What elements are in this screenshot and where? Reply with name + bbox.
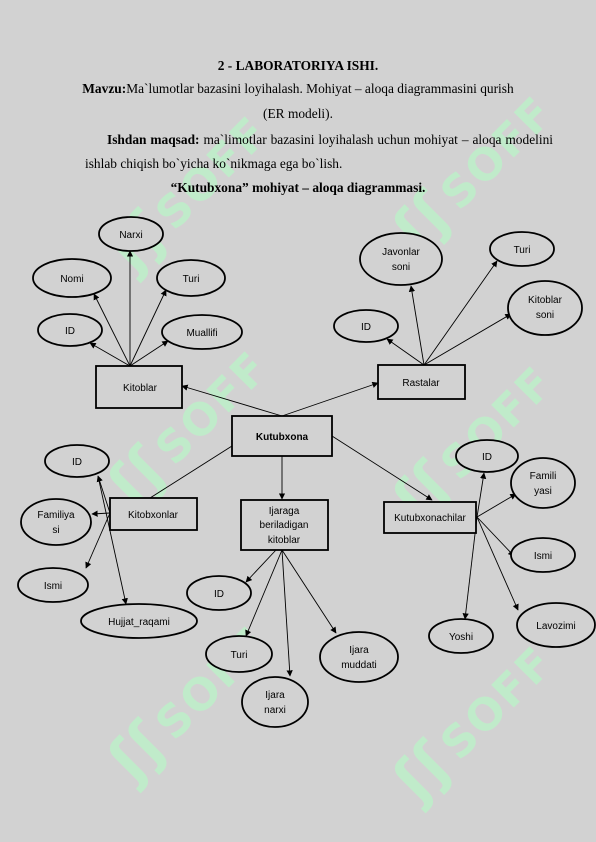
attr-kutubxonachilar-ismi: Ismi (510, 537, 576, 573)
entity-kutubxonachilar: Kutubxonachilar (383, 501, 477, 534)
attr-rastalar-turi: Turi (489, 231, 555, 267)
entity-label: Kitobxonlar (128, 510, 179, 521)
svg-text:Muallifi: Muallifi (186, 328, 217, 339)
lab-title: 2 - LABORATORIYA ISHI. (217, 58, 379, 73)
attr-kitoblar-turi: Turi (156, 259, 226, 297)
svg-text:narxi: narxi (264, 705, 286, 716)
attr-rastalar-id: ID (333, 309, 399, 343)
svg-text:Turi: Turi (514, 245, 531, 256)
topic-label: Mavzu: (82, 81, 127, 96)
attr-kitoblar-muallifi: Muallifi (161, 314, 243, 350)
topic-line-2: (ER modeli). (263, 106, 333, 121)
attr-kitoblar-narxi: Narxi (98, 216, 164, 252)
aim-paragraph: Ishdan maqsad: ma`limotlar bazasini loyi… (85, 128, 553, 176)
attr-kitoblar-id: ID (37, 313, 103, 347)
attr-kutubxonachilar-lavozimi: Lavozimi (516, 602, 596, 648)
svg-text:Yoshi: Yoshi (449, 632, 473, 643)
entity-label: beriladigan (260, 520, 309, 531)
entity-label: Rastalar (402, 378, 440, 389)
svg-text:ID: ID (72, 457, 82, 468)
entity-rastalar: Rastalar (377, 364, 466, 400)
svg-text:yasi: yasi (534, 486, 552, 497)
attr-ijaraga-turi: Turi (205, 635, 273, 673)
svg-text:Ijara: Ijara (349, 645, 369, 656)
attr-kutubxonachilar-familiyasi: Famili yasi (510, 457, 576, 509)
diagram-title: “Kutubxona” mohiyat – aloqa diagrammasi. (170, 180, 426, 195)
topic-text: Ma`lumotlar bazasini loyihalash. Mohiyat… (126, 81, 514, 96)
svg-text:si: si (52, 525, 59, 536)
svg-text:Ismi: Ismi (44, 581, 62, 592)
attr-ijaraga-ijara-muddati: Ijara muddati (319, 631, 399, 683)
svg-text:Turi: Turi (231, 650, 248, 661)
svg-text:Kitoblar: Kitoblar (528, 295, 563, 306)
attr-kitoblar-nomi: Nomi (32, 258, 112, 298)
svg-text:muddati: muddati (341, 660, 377, 671)
entity-label: kitoblar (268, 535, 301, 546)
attr-rastalar-javonlar-soni: Javonlar soni (359, 232, 443, 286)
svg-text:Familiya: Familiya (37, 510, 75, 521)
svg-text:soni: soni (536, 310, 554, 321)
entity-kitobxonlar: Kitobxonlar (109, 497, 198, 531)
aim-text: ma`limotlar bazasini loyihalash uchun mo… (85, 132, 553, 171)
entity-ijaraga-beriladigan-kitoblar: Ijaraga beriladigan kitoblar (240, 499, 329, 551)
attr-ijaraga-ijara-narxi: Ijara narxi (241, 676, 309, 728)
attr-rastalar-kitoblar-soni: Kitoblar soni (507, 280, 583, 336)
svg-text:Javonlar: Javonlar (382, 247, 420, 258)
svg-text:Turi: Turi (183, 274, 200, 285)
entity-label: Kitoblar (123, 383, 158, 394)
entity-label: Kutubxonachilar (394, 513, 466, 524)
attr-kitobxonlar-hujjat-raqami: Hujjat_raqami (80, 603, 198, 639)
attr-kitobxonlar-id: ID (44, 444, 110, 478)
svg-text:ID: ID (214, 589, 224, 600)
svg-text:Ijara: Ijara (265, 690, 285, 701)
entity-kitoblar: Kitoblar (95, 365, 183, 409)
entity-kutubxona: Kutubxona (231, 415, 333, 457)
attr-kutubxonachilar-yoshi: Yoshi (428, 618, 494, 654)
svg-text:Lavozimi: Lavozimi (536, 621, 575, 632)
svg-text:ID: ID (361, 322, 371, 333)
attr-kitobxonlar-familiyasi: Familiya si (20, 498, 92, 546)
svg-text:Nomi: Nomi (60, 274, 83, 285)
svg-text:Hujjat_raqami: Hujjat_raqami (108, 617, 170, 628)
attr-kutubxonachilar-id: ID (455, 439, 519, 473)
relationship-lines (85, 250, 519, 677)
aim-label: Ishdan maqsad: (107, 132, 200, 147)
svg-text:ID: ID (482, 452, 492, 463)
svg-text:ID: ID (65, 326, 75, 337)
topic-line: Mavzu:Ma`lumotlar bazasini loyihalash. M… (0, 81, 596, 97)
attr-kitobxonlar-ismi: Ismi (17, 567, 89, 603)
svg-text:soni: soni (392, 262, 410, 273)
entity-label: Ijaraga (269, 506, 300, 517)
attr-ijaraga-id: ID (186, 575, 252, 611)
svg-text:Famili: Famili (530, 471, 557, 482)
svg-text:Ismi: Ismi (534, 551, 552, 562)
entity-label: Kutubxona (256, 432, 309, 443)
svg-text:Narxi: Narxi (119, 230, 142, 241)
